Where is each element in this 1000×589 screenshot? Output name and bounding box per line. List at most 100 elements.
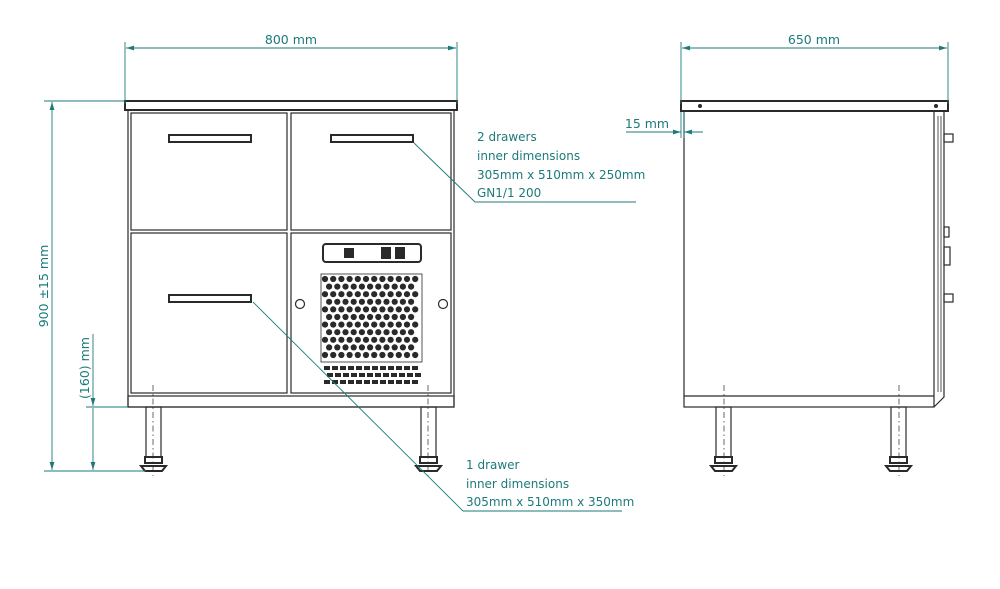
grille-hole <box>383 283 390 290</box>
grille-hole <box>395 291 402 298</box>
grille-slot <box>404 366 410 370</box>
grille-hole <box>358 329 365 336</box>
grille-hole <box>408 329 415 336</box>
grille-hole <box>399 329 406 336</box>
side-leg-left <box>708 385 739 476</box>
grille-hole <box>330 351 337 359</box>
annotation-line: 1 drawer <box>466 458 520 472</box>
grille-hole <box>403 336 411 343</box>
grille-hole <box>367 329 374 336</box>
width-dimension-label: 800 mm <box>265 32 317 47</box>
drawer-bottom-left <box>130 232 288 394</box>
grille-hole <box>408 313 415 321</box>
handle-side <box>943 246 951 266</box>
grille-hole <box>367 313 374 321</box>
grille-slot <box>396 366 402 370</box>
grille-hole <box>383 344 390 351</box>
grille-hole <box>342 329 349 336</box>
ventilation-grille-frame <box>320 273 423 363</box>
grille-hole <box>338 306 345 313</box>
grille-hole <box>379 336 386 343</box>
grille-hole <box>326 344 333 351</box>
grille-slot <box>324 380 330 384</box>
grille-hole <box>371 351 378 359</box>
grille-hole <box>342 298 349 305</box>
front-countertop <box>124 100 458 111</box>
side-leg-right <box>883 385 914 476</box>
grille-hole <box>350 283 357 290</box>
grille-slot <box>356 380 362 384</box>
grille-hole <box>338 336 345 343</box>
grille-hole <box>367 283 374 290</box>
grille-hole <box>387 321 394 328</box>
grille-hole <box>354 321 361 328</box>
height-dimension-label: 900 ±15 mm <box>36 245 51 328</box>
grille-hole <box>334 344 341 351</box>
grille-hole <box>391 329 398 336</box>
grille-slot <box>404 380 410 384</box>
grille-hole <box>379 351 386 359</box>
grille-slot <box>399 373 405 377</box>
grille-hole <box>350 329 357 336</box>
grille-slot <box>356 366 362 370</box>
handle-side <box>943 226 950 238</box>
leg-dimension-label: (160) mm <box>77 337 92 399</box>
grille-hole <box>362 306 370 313</box>
annotation-top-drawers: 2 drawers inner dimensions 305mm x 510mm… <box>413 130 645 203</box>
annotation-line: 2 drawers <box>477 130 537 144</box>
side-view <box>680 100 954 476</box>
grille-hole <box>403 275 411 283</box>
grille-hole <box>379 321 386 328</box>
display-button <box>344 248 354 258</box>
grille-slot <box>364 366 370 370</box>
handle-side <box>943 133 954 143</box>
grille-hole <box>330 275 337 283</box>
grille-hole <box>330 306 337 313</box>
grille-hole <box>387 336 394 343</box>
grille-hole <box>395 336 402 343</box>
drawer-top-left <box>130 112 288 231</box>
grille-hole <box>371 306 378 313</box>
grille-hole <box>346 275 353 283</box>
grille-slot <box>391 373 397 377</box>
grille-hole <box>383 329 390 336</box>
grille-hole <box>354 291 361 298</box>
grille-hole <box>375 344 382 351</box>
grille-slot <box>343 373 349 377</box>
ventilation-grille <box>321 275 419 359</box>
grille-hole <box>391 313 398 321</box>
grille-hole <box>379 306 386 313</box>
grille-hole <box>346 306 353 313</box>
grille-hole <box>412 351 419 359</box>
grille-slot <box>388 366 394 370</box>
grille-hole <box>334 329 341 336</box>
grille-hole <box>379 291 386 298</box>
grille-slot <box>332 380 338 384</box>
annotation-line: inner dimensions <box>466 477 569 491</box>
grille-hole <box>399 298 406 305</box>
grille-hole <box>342 313 349 321</box>
grille-hole <box>326 329 333 336</box>
grille-slot <box>412 366 418 370</box>
grille-hole <box>395 351 402 359</box>
grille-hole <box>391 298 398 305</box>
grille-hole <box>379 275 386 283</box>
grille-hole <box>346 291 353 298</box>
grille-hole <box>403 306 411 313</box>
grille-hole <box>371 336 378 343</box>
grille-hole <box>354 336 361 343</box>
grille-hole <box>367 298 374 305</box>
grille-hole <box>362 336 370 343</box>
grille-slot <box>380 366 386 370</box>
grille-slot <box>375 373 381 377</box>
annotation-bottom-drawer: 1 drawer inner dimensions 305mm x 510mm … <box>252 301 634 512</box>
drawer-handle <box>330 134 414 143</box>
grille-hole <box>395 321 402 328</box>
grille-hole <box>412 306 419 313</box>
grille-hole <box>387 275 394 283</box>
grille-hole <box>346 321 353 328</box>
grille-hole <box>346 336 353 343</box>
grille-hole <box>330 336 337 343</box>
grille-hole <box>362 291 370 298</box>
grille-hole <box>375 329 382 336</box>
